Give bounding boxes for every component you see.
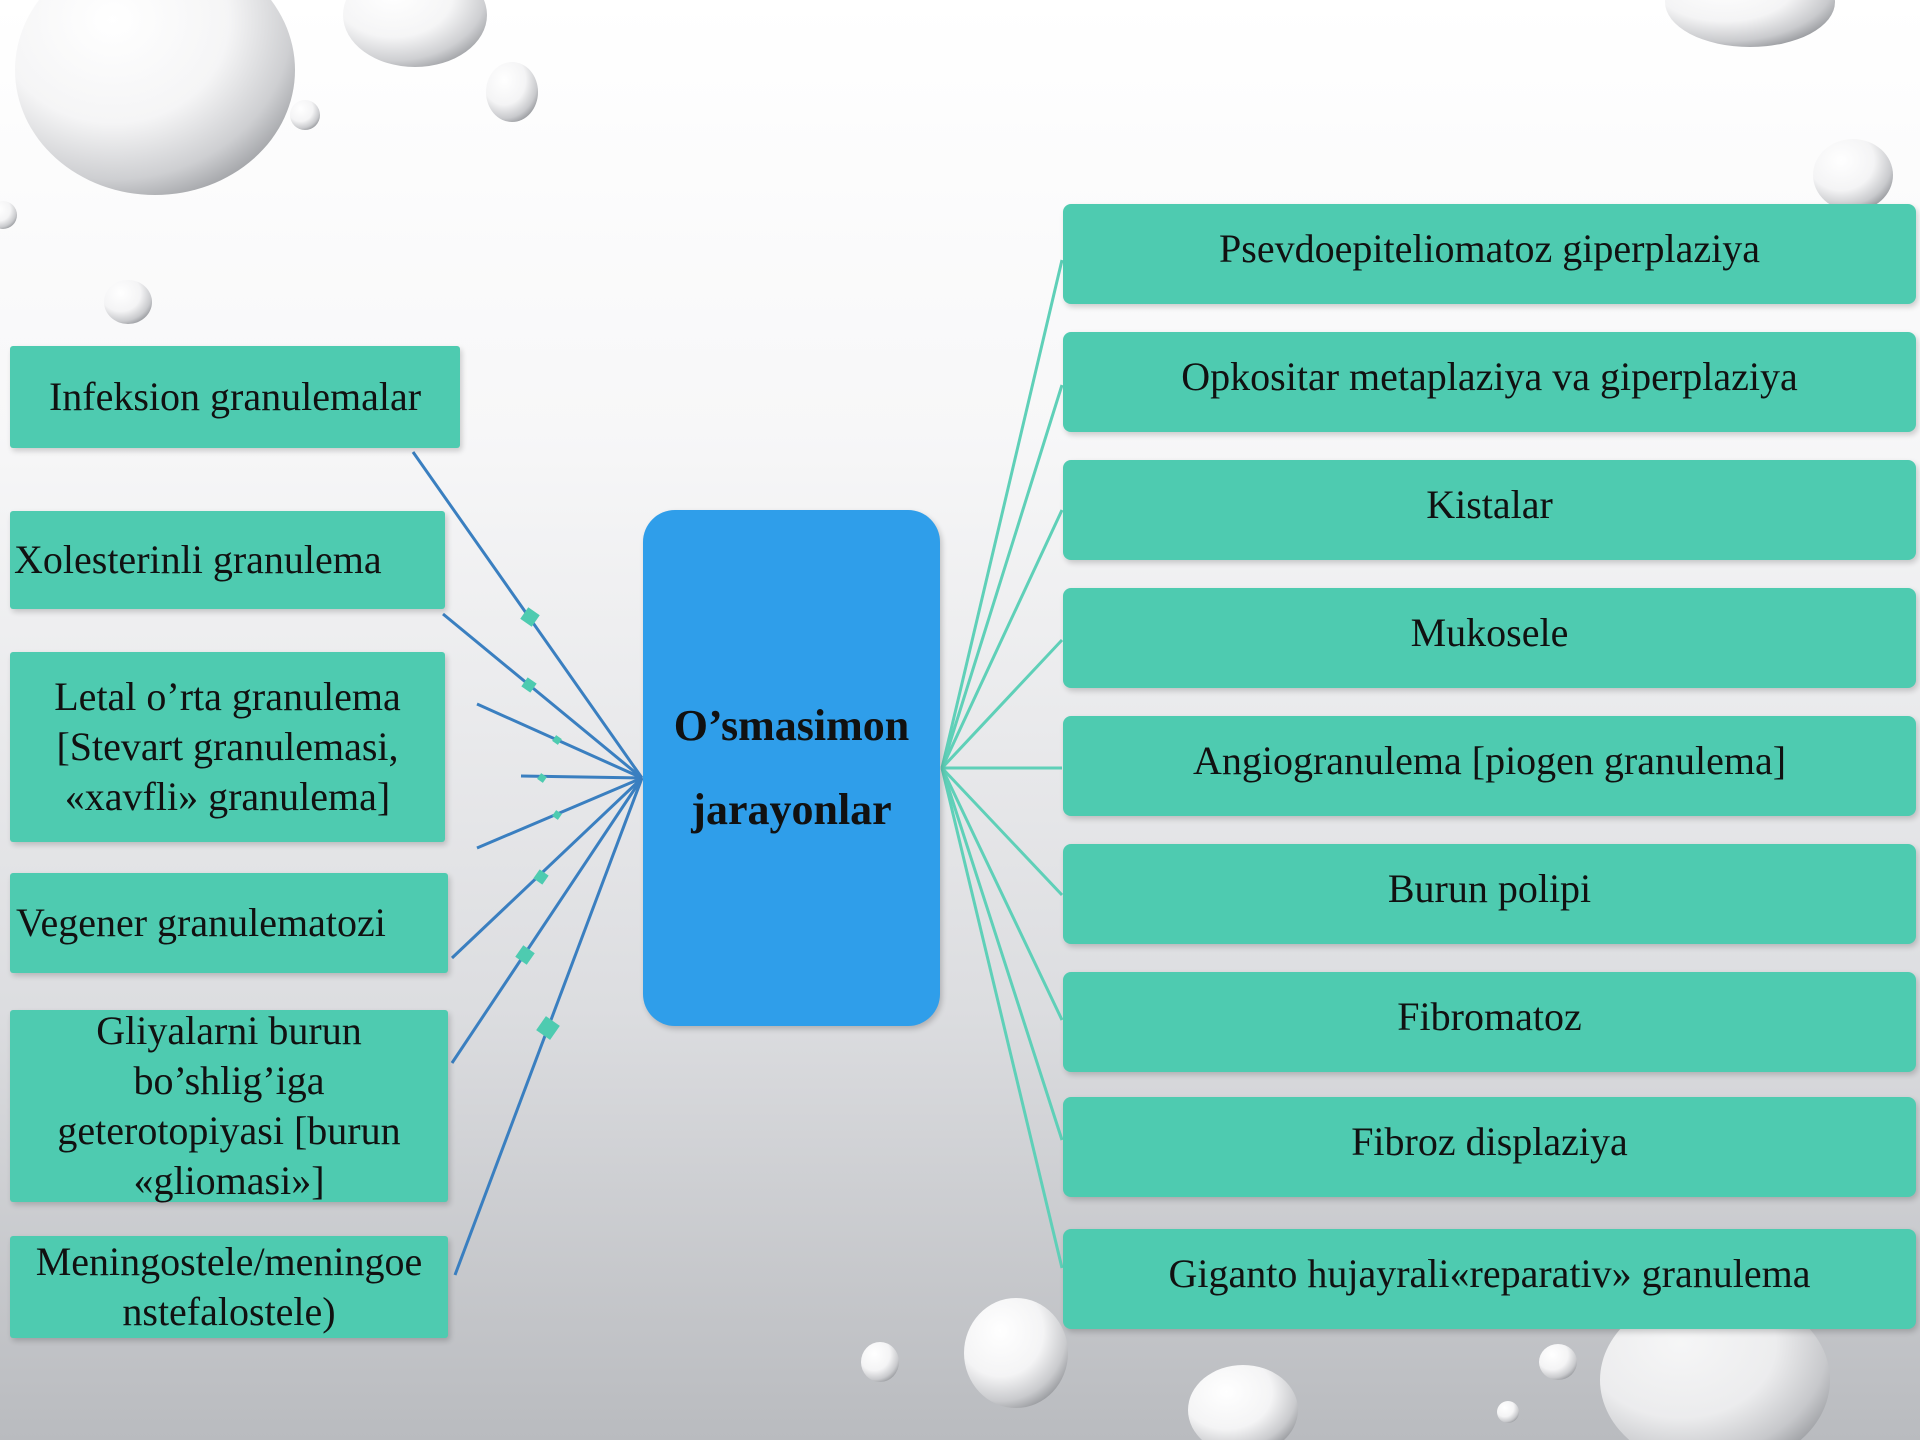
- right-node-fibromatoz: Fibromatoz: [1063, 972, 1916, 1072]
- right-connector-line: [940, 767, 1064, 1141]
- right-node-burun-polipi: Burun polipi: [1063, 844, 1916, 944]
- right-node-mukosele: Mukosele: [1063, 588, 1916, 688]
- left-node-letal: Letal o’rta granulema [Stevart granulema…: [10, 652, 445, 842]
- left-connector-line: [450, 777, 644, 1064]
- right-connector-line: [940, 259, 1064, 769]
- right-node-label: Burun polipi: [1387, 866, 1592, 911]
- left-connector-line: [442, 612, 643, 780]
- left-node-infeksion: Infeksion granulemalar: [10, 346, 460, 448]
- right-connector-line: [940, 384, 1064, 769]
- left-node-label: Gliyalarni burun bo’shlig’iga geterotopi…: [57, 1008, 401, 1203]
- water-drop: [964, 1298, 1068, 1408]
- connector-marker: [521, 677, 537, 693]
- water-drop: [104, 280, 152, 324]
- water-drop: [861, 1342, 899, 1382]
- water-drop: [1813, 139, 1893, 211]
- right-node-label: Psevdoepiteliomatoz giperplaziya: [1219, 226, 1760, 271]
- right-connector-line: [940, 766, 1064, 897]
- right-node-label: Giganto hujayrali«reparativ» granulema: [1168, 1251, 1811, 1296]
- right-node-psevdoepiteliomatoz: Psevdoepiteliomatoz giperplaziya: [1063, 204, 1916, 304]
- right-node-angiogranulema: Angiogranulema [piogen granulema]: [1063, 716, 1916, 816]
- right-connector-line: [940, 767, 1064, 1021]
- water-drop: [1497, 1401, 1519, 1423]
- water-drop: [343, 0, 487, 67]
- right-node-kistalar: Kistalar: [1063, 460, 1916, 560]
- central-topic-line1: O’smasimon: [673, 701, 910, 751]
- central-topic: O’smasimon jarayonlar: [643, 510, 940, 1026]
- left-node-meningostele: Meningostele/meningoe nstefalostele): [10, 1236, 448, 1338]
- right-node-fibroz-displaziya: Fibroz displaziya: [1063, 1097, 1916, 1197]
- left-node-label: Xolesterinli granulema: [14, 537, 382, 582]
- connector-marker: [536, 1016, 560, 1040]
- right-node-opkositar: Opkositar metaplaziya va giperplaziya: [1063, 332, 1916, 432]
- right-node-label: Fibroz displaziya: [1351, 1119, 1628, 1164]
- left-node-vegener: Vegener granulematozi: [10, 873, 448, 973]
- left-node-gliyalarni: Gliyalarni burun bo’shlig’iga geterotopi…: [10, 1008, 448, 1203]
- left-node-label: Vegener granulematozi: [16, 900, 386, 945]
- connector-marker: [520, 607, 540, 627]
- connector-marker: [552, 810, 562, 820]
- left-connector-line: [450, 776, 644, 960]
- connector-marker: [533, 869, 549, 885]
- left-node-xolesterinli: Xolesterinli granulema: [10, 511, 445, 609]
- water-drop: [0, 201, 17, 229]
- water-drop: [486, 62, 538, 122]
- left-node-label: Letal o’rta granulema [Stevart granulema…: [54, 674, 401, 819]
- water-drop: [1188, 1365, 1298, 1440]
- right-connector-line: [940, 638, 1064, 770]
- connector-marker: [515, 945, 535, 965]
- right-node-label: Angiogranulema [piogen granulema]: [1192, 738, 1787, 783]
- right-connector-line: [940, 767, 1064, 1269]
- left-node-label: Meningostele/meningoe nstefalostele): [35, 1239, 423, 1334]
- water-drop: [290, 100, 320, 130]
- connector-marker: [537, 773, 547, 783]
- connector-marker: [552, 735, 562, 745]
- water-drop: [15, 0, 295, 195]
- right-node-label: Kistalar: [1426, 482, 1553, 527]
- left-node-label: Infeksion granulemalar: [48, 374, 422, 419]
- right-node-giganto: Giganto hujayrali«reparativ» granulema: [1063, 1229, 1916, 1329]
- right-node-label: Opkositar metaplaziya va giperplaziya: [1181, 354, 1798, 399]
- water-drop: [1665, 0, 1835, 47]
- right-node-label: Fibromatoz: [1397, 994, 1582, 1039]
- right-connector-line: [940, 509, 1064, 769]
- water-drop: [1539, 1344, 1577, 1380]
- right-node-label: Mukosele: [1410, 610, 1569, 655]
- central-topic-line2: jarayonlar: [691, 785, 892, 834]
